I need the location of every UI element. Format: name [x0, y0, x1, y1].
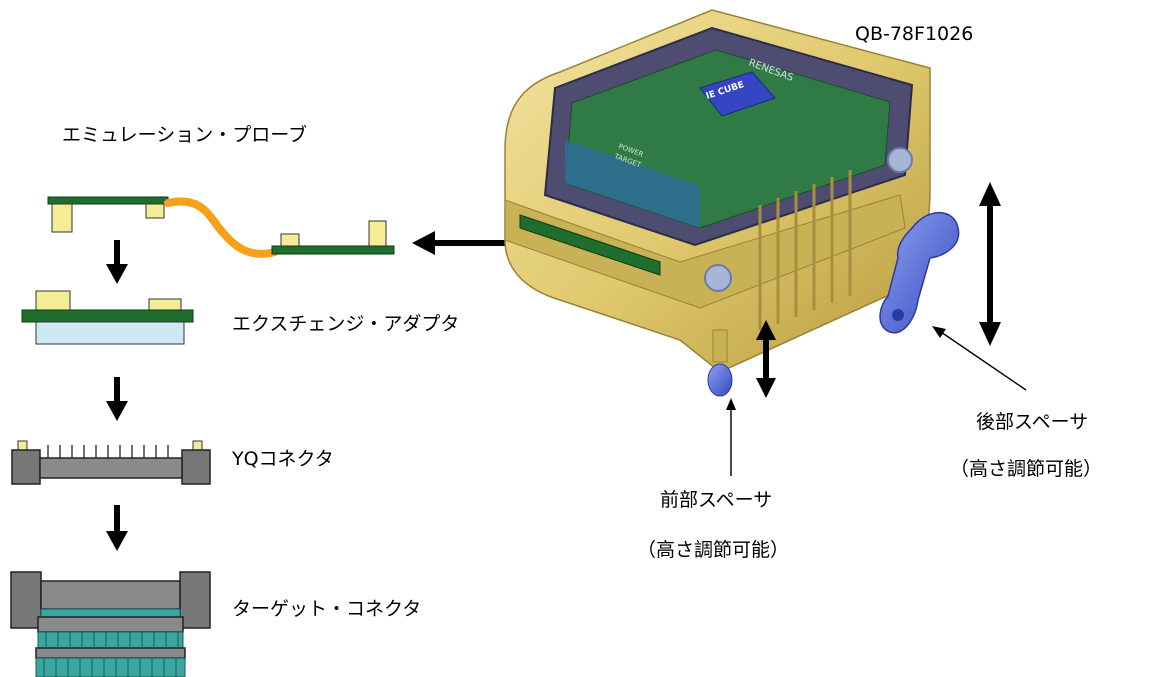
rear-spacer-pointer: [932, 326, 1027, 391]
yq-connector-label: YQコネクタ: [232, 448, 334, 470]
arrow-down-3: [106, 505, 128, 551]
rear-height-arrow: [979, 182, 1001, 346]
ie-cube-device: [504, 9, 960, 397]
front-spacer-pointer: [726, 398, 736, 476]
emulation-probe: [47, 196, 395, 258]
exchange-adapter-label: エクスチェンジ・アダプタ: [232, 313, 460, 335]
emulation-probe-label: エミュレーション・プローブ: [62, 124, 308, 146]
front-spacer-note: （高さ調節可能）: [637, 539, 790, 561]
rear-spacer-label: 後部スペーサ: [976, 411, 1089, 433]
target-connector: [10, 571, 211, 677]
front-height-arrow: [756, 320, 776, 398]
front-spacer-label: 前部スペーサ: [660, 489, 773, 511]
arrow-down-1: [106, 240, 128, 284]
yq-connector: [11, 440, 211, 485]
arrow-down-2: [106, 377, 128, 421]
arrow-to-probe: [412, 231, 507, 255]
rear-spacer-note: （高さ調節可能）: [950, 458, 1103, 480]
target-connector-label: ターゲット・コネクタ: [232, 598, 422, 620]
exchange-adapter: [21, 290, 194, 345]
model-label: QB-78F1026: [855, 23, 974, 45]
